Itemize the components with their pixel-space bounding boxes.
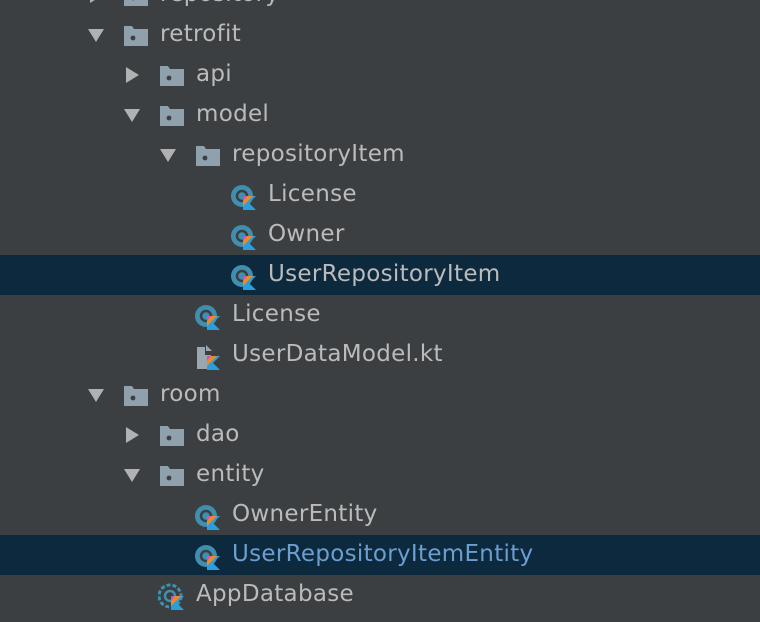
chevron-right-icon[interactable] [124,427,140,443]
kotlin-class-icon [194,303,222,330]
tree-item-label: OwnerEntity [232,501,378,527]
tree-item-userdatamodel-kt[interactable]: UserDataModel.kt [0,335,760,375]
tree-item-dao[interactable]: dao [0,415,760,455]
folder-icon [122,23,150,49]
chevron-right-icon[interactable] [88,0,104,3]
folder-icon [158,103,186,129]
tree-item-label: License [268,181,357,207]
tree-item-label: model [196,101,270,127]
folder-icon [122,383,150,409]
chevron-down-icon[interactable] [124,467,140,483]
chevron-down-icon[interactable] [88,27,104,43]
tree-item-label: UserDataModel.kt [232,341,443,367]
tree-item-repositoryitem[interactable]: repositoryItem [0,135,760,175]
folder-icon [194,143,222,169]
tree-item-license[interactable]: License [0,295,760,335]
kotlin-class-icon [194,503,222,530]
tree-item-repository[interactable]: repository [0,0,760,15]
tree-item-label: License [232,301,321,327]
kotlin-class-icon [230,183,258,210]
kotlin-class-icon [230,263,258,290]
kotlin-class-icon [194,543,222,570]
tree-item-retrofit[interactable]: retrofit [0,15,760,55]
tree-item-label: UserRepositoryItemEntity [232,541,534,567]
tree-item-label: Owner [268,221,345,247]
tree-item-license[interactable]: License [0,175,760,215]
folder-icon [158,463,186,489]
tree-item-owner[interactable]: Owner [0,215,760,255]
chevron-down-icon[interactable] [160,147,176,163]
tree-item-label: room [160,381,221,407]
tree-item-label: UserRepositoryItem [268,261,501,287]
tree-item-entity[interactable]: entity [0,455,760,495]
tree-item-label: entity [196,461,265,487]
tree-item-appdatabase[interactable]: AppDatabase [0,575,760,615]
tree-item-api[interactable]: api [0,55,760,95]
tree-item-userrepositoryitem[interactable]: UserRepositoryItem [0,255,760,295]
chevron-down-icon[interactable] [88,387,104,403]
folder-icon [158,423,186,449]
tree-item-label: repositoryItem [232,141,405,167]
kotlin-class-icon [157,583,186,610]
tree-item-model[interactable]: model [0,95,760,135]
chevron-down-icon[interactable] [124,107,140,123]
folder-icon [122,0,150,9]
kotlin-class-icon [230,223,258,250]
tree-item-label: api [196,61,232,87]
tree-item-label: AppDatabase [196,581,354,607]
tree-item-room[interactable]: room [0,375,760,415]
folder-icon [158,63,186,89]
kotlin-file-icon [194,343,222,370]
tree-item-ownerentity[interactable]: OwnerEntity [0,495,760,535]
tree-item-label: retrofit [160,21,242,47]
tree-item-userrepositoryitementity[interactable]: UserRepositoryItemEntity [0,535,760,575]
chevron-right-icon[interactable] [124,67,140,83]
tree-item-label: dao [196,421,240,447]
tree-item-label: repository [160,0,279,7]
